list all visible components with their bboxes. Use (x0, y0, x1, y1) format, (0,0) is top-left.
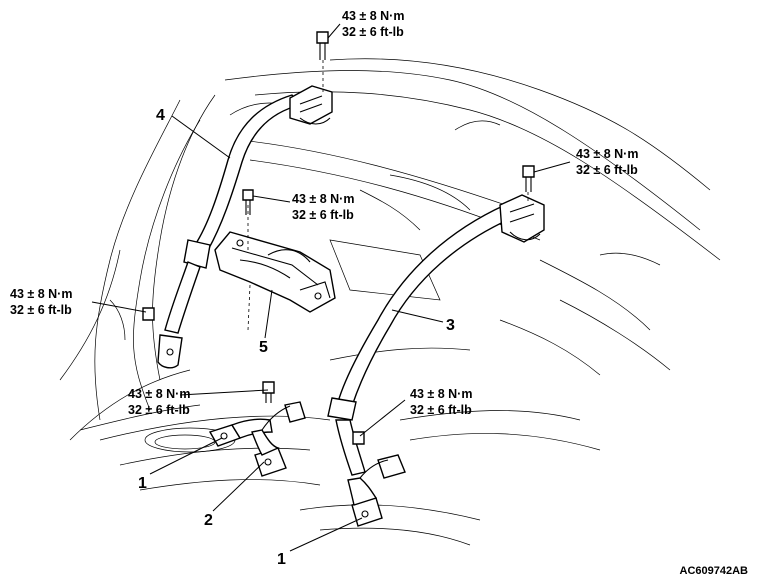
torque-label-left: 43 ± 8 N·m 32 ± 6 ft-lb (10, 287, 72, 317)
svg-text:43 ± 8 N·m: 43 ± 8 N·m (342, 9, 404, 23)
callout-1-right: 1 (277, 551, 286, 568)
torque-label-center: 43 ± 8 N·m 32 ± 6 ft-lb (292, 192, 354, 222)
svg-text:43 ± 8 N·m: 43 ± 8 N·m (128, 387, 190, 401)
leader-lines (91, 23, 571, 552)
svg-text:32 ± 6 ft-lb: 32 ± 6 ft-lb (292, 208, 354, 222)
svg-text:43 ± 8 N·m: 43 ± 8 N·m (576, 147, 638, 161)
right-seat-belt-part-3 (327, 165, 545, 476)
svg-text:43 ± 8 N·m: 43 ± 8 N·m (10, 287, 72, 301)
svg-text:32 ± 6 ft-lb: 32 ± 6 ft-lb (128, 403, 190, 417)
torque-label-lower-right: 43 ± 8 N·m 32 ± 6 ft-lb (410, 387, 472, 417)
left-seat-belt-part-4 (142, 31, 333, 369)
svg-text:32 ± 6 ft-lb: 32 ± 6 ft-lb (10, 303, 72, 317)
torque-label-lower-center: 43 ± 8 N·m 32 ± 6 ft-lb (128, 387, 190, 417)
svg-text:43 ± 8 N·m: 43 ± 8 N·m (292, 192, 354, 206)
center-bracket-part-5 (214, 189, 336, 331)
callout-2: 2 (204, 512, 213, 529)
callout-5: 5 (259, 339, 268, 356)
torque-label-right-top: 43 ± 8 N·m 32 ± 6 ft-lb (576, 147, 638, 177)
svg-text:43 ± 8 N·m: 43 ± 8 N·m (410, 387, 472, 401)
buckle-right-part-1 (347, 454, 406, 527)
svg-text:32 ± 6 ft-lb: 32 ± 6 ft-lb (410, 403, 472, 417)
buckle-center-part-2 (251, 381, 306, 477)
vehicle-body-outline (59, 58, 721, 546)
callout-4: 4 (156, 107, 165, 124)
callout-1-left: 1 (138, 475, 147, 492)
svg-text:32 ± 6 ft-lb: 32 ± 6 ft-lb (342, 25, 404, 39)
figure-code: AC609742AB (680, 565, 749, 577)
svg-text:32 ± 6 ft-lb: 32 ± 6 ft-lb (576, 163, 638, 177)
callout-3: 3 (446, 317, 455, 334)
torque-label-top: 43 ± 8 N·m 32 ± 6 ft-lb (342, 9, 404, 39)
